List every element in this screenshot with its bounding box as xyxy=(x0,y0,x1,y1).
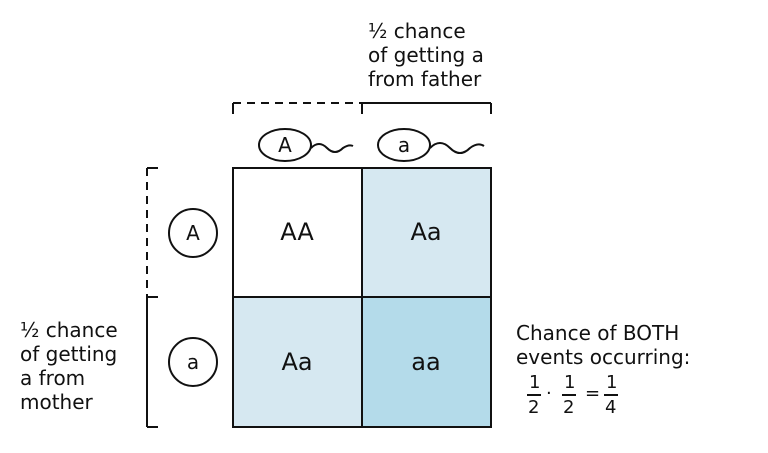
father-allele-A-tail-icon xyxy=(310,143,354,153)
both-events-line1: Chance of BOTH xyxy=(516,321,680,345)
father-allele-a: a xyxy=(397,133,411,157)
fraction-1-denominator: 2 xyxy=(528,397,540,418)
cell-Aa-bottom-bg xyxy=(233,297,362,427)
both-events-line2: events occurring: xyxy=(516,345,691,369)
cell-aa-bg xyxy=(362,297,491,427)
fraction-3-denominator: 4 xyxy=(605,397,617,418)
mother-annotation-line3: a from xyxy=(20,366,86,390)
mother-annotation-line2: of getting xyxy=(20,342,118,366)
father-allele-a-oval xyxy=(377,128,431,162)
fraction-2-numerator: 1 xyxy=(564,372,576,393)
mother-annotation-line4: mother xyxy=(20,390,93,414)
mother-allele-A: A xyxy=(186,221,200,245)
mother-annotation-line1: ½ chance xyxy=(20,318,118,342)
father-allele-A-oval xyxy=(258,128,312,162)
father-allele-A: A xyxy=(278,133,292,157)
cell-AA: AA xyxy=(280,218,314,246)
fraction-1-numerator: 1 xyxy=(529,372,541,393)
equals-sign: = xyxy=(585,383,601,404)
mother-allele-a: a xyxy=(186,350,200,374)
cell-Aa-top: Aa xyxy=(410,218,442,246)
multiply-dot: · xyxy=(546,383,552,404)
cell-Aa-top-bg xyxy=(362,168,491,297)
cell-Aa-bottom: Aa xyxy=(281,348,313,376)
father-annotation-line1: ½ chance xyxy=(368,19,466,43)
cell-aa: aa xyxy=(411,348,441,376)
mother-allele-a-circle xyxy=(168,337,218,387)
father-annotation-line2: of getting a xyxy=(368,43,484,67)
fraction-3-numerator: 1 xyxy=(606,372,618,393)
fraction-2-denominator: 2 xyxy=(563,397,575,418)
mother-allele-A-circle xyxy=(168,208,218,258)
father-allele-a-tail-icon xyxy=(429,142,485,154)
father-annotation-line3: from father xyxy=(368,67,482,91)
cell-AA-bg xyxy=(233,168,362,297)
